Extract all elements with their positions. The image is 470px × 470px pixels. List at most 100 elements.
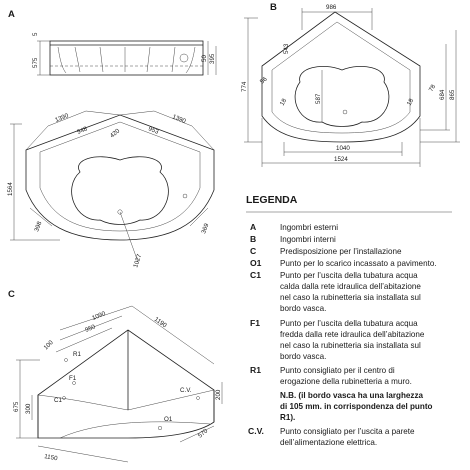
label-cv: C.V. <box>180 387 192 394</box>
dim-b-1040: 1040 <box>336 145 350 152</box>
legend-text: erogazione della rubinetteria a muro. <box>280 377 412 386</box>
dim-c-100: 100 <box>42 339 55 352</box>
legend-note-line: di 105 mm. in corrispondenza del punto <box>280 402 433 411</box>
label-o1: O1 <box>164 416 173 423</box>
legend-text: calda dalla rete idraulica dell’abitazio… <box>280 282 421 291</box>
legend-note-line: N.B. (il bordo vasca ha una larghezza <box>280 391 424 400</box>
plan-drain-symbol <box>117 209 123 215</box>
tub-wall-curves <box>57 46 196 74</box>
dim-c-1090: 1090 <box>91 310 107 322</box>
enclosure-top-edge <box>37 389 215 411</box>
dim-c-200: 200 <box>215 389 222 400</box>
dim-b-78: 78 <box>428 83 438 93</box>
drain-valve-symbol <box>179 53 189 63</box>
legend-note: N.B. (il bordo vasca ha una larghezza di… <box>280 391 433 422</box>
legend-entry-cv: C.V. Punto consigliato per l’uscita a pa… <box>248 426 415 447</box>
tub-inner-basin <box>294 66 390 127</box>
legend-text: nel caso la rubinetteria sia installata … <box>280 341 421 350</box>
dim-plan-953: 953 <box>147 125 160 136</box>
section-label-a: A <box>8 9 15 20</box>
section-label-b: B <box>270 2 277 13</box>
dim-c-675: 675 <box>13 401 20 412</box>
section-a-elevation: A 5 575 50 395 <box>8 9 217 76</box>
legend-code: C.V. <box>248 426 264 436</box>
label-f1: F1 <box>69 375 77 382</box>
legend-code: F1 <box>250 318 260 328</box>
dim-c-950: 950 <box>84 323 97 334</box>
point-f1 <box>72 381 76 385</box>
dim-plan-1390-left: 1390 <box>54 112 70 124</box>
dim-b-774: 774 <box>241 81 248 92</box>
label-r1: R1 <box>73 351 81 358</box>
legend-entry-c1: C1 Punto per l’uscita della tubatura acq… <box>250 270 421 313</box>
dim-plan-420: 420 <box>109 127 122 139</box>
dim-elevation-395: 395 <box>209 53 216 64</box>
dim-b-18-left: 18 <box>279 97 289 107</box>
legend-code: C1 <box>250 270 261 280</box>
plan-overflow-symbol <box>182 193 188 199</box>
dim-b-56: 56 <box>259 75 269 85</box>
tub-plan-rim <box>39 121 201 232</box>
point-r1 <box>64 358 68 362</box>
legend-text: Punto per l’uscita della tubatura acqua <box>280 271 418 280</box>
dim-total-height: 575 <box>32 57 39 68</box>
dim-c-1190: 1190 <box>153 316 168 330</box>
dim-plan-948: 948 <box>76 125 89 136</box>
dim-b-1524: 1524 <box>334 156 348 163</box>
point-c1 <box>62 396 66 400</box>
legend-title: LEGENDA <box>246 194 298 206</box>
tub-front-ribs <box>74 46 176 73</box>
legend-entry-a: A Ingombri esterni <box>250 222 338 232</box>
legend-entry-o1: O1 Punto per lo scarico incassato a pavi… <box>250 258 437 268</box>
legend-text: dell’alimentazione elettrica. <box>280 438 377 447</box>
legend-text: Ingombri interni <box>280 235 336 244</box>
legend-note-line: R1). <box>280 413 295 422</box>
legend-code: B <box>250 234 256 244</box>
section-b: B 986 543 56 587 18 18 774 78 684 865 10… <box>241 2 460 167</box>
legend: LEGENDA A Ingombri esterni B Ingombri in… <box>246 194 452 447</box>
legend-text: Punto consigliato per il centro di <box>280 366 395 375</box>
tub-front-outline <box>49 40 204 76</box>
dim-plan-398: 398 <box>33 220 43 233</box>
dim-c-300: 300 <box>25 403 32 414</box>
section-a-plan: 1390 948 420 953 1390 1564 398 369 1027 <box>7 110 215 269</box>
legend-text: bordo vasca. <box>280 352 326 361</box>
legend-text: Ingombri esterni <box>280 223 338 232</box>
legend-text: Predisposizione per l’installazione <box>280 247 402 256</box>
floor-arc <box>59 421 211 439</box>
dim-plan-1027: 1027 <box>132 253 143 269</box>
legend-text: Punto consigliato per l’uscita a parete <box>280 427 415 436</box>
dim-plan-369: 369 <box>200 222 210 235</box>
point-o1 <box>157 425 163 431</box>
legend-code: R1 <box>250 365 261 375</box>
dim-c-1150: 1150 <box>44 453 59 462</box>
legend-text: fredda dalla rete idraulica dell’abitazi… <box>280 330 425 339</box>
dim-b-587: 587 <box>315 93 322 104</box>
label-c1: C1 <box>54 397 62 404</box>
dim-b-18-right: 18 <box>406 97 416 107</box>
legend-text: bordo vasca. <box>280 304 326 313</box>
section-c: C 1090 950 1190 100 R1 F1 C1 675 300 200… <box>8 289 223 462</box>
inner-drain-symbol <box>342 109 348 115</box>
legend-text: Punto per lo scarico incassato a pavimen… <box>280 259 437 268</box>
tub-basin-outline <box>71 156 169 225</box>
tub-plan-outline <box>25 114 215 241</box>
dim-elevation-50: 50 <box>201 55 208 62</box>
tub-inner-rim <box>271 21 411 134</box>
dim-b-986: 986 <box>326 4 337 11</box>
dim-b-865: 865 <box>449 89 456 100</box>
legend-entry-b: B Ingombri interni <box>250 234 336 244</box>
legend-entry-f1: F1 Punto per l’uscita della tubatura acq… <box>250 318 425 361</box>
legend-code: A <box>250 222 256 232</box>
section-label-c: C <box>8 289 15 300</box>
legend-entry-r1: R1 Punto consigliato per il centro di er… <box>250 365 412 386</box>
dim-rim-thickness: 5 <box>32 32 39 36</box>
dim-plan-1390-right: 1390 <box>171 113 187 125</box>
tub-inner-outline <box>261 11 421 143</box>
dim-b-684: 684 <box>439 89 446 100</box>
legend-text: nel caso la rubinetteria sia installata … <box>280 293 421 302</box>
legend-text: Punto per l’uscita della tubatura acqua <box>280 319 418 328</box>
enclosure-outline <box>37 329 215 439</box>
legend-entry-c: C Predisposizione per l’installazione <box>250 246 402 256</box>
